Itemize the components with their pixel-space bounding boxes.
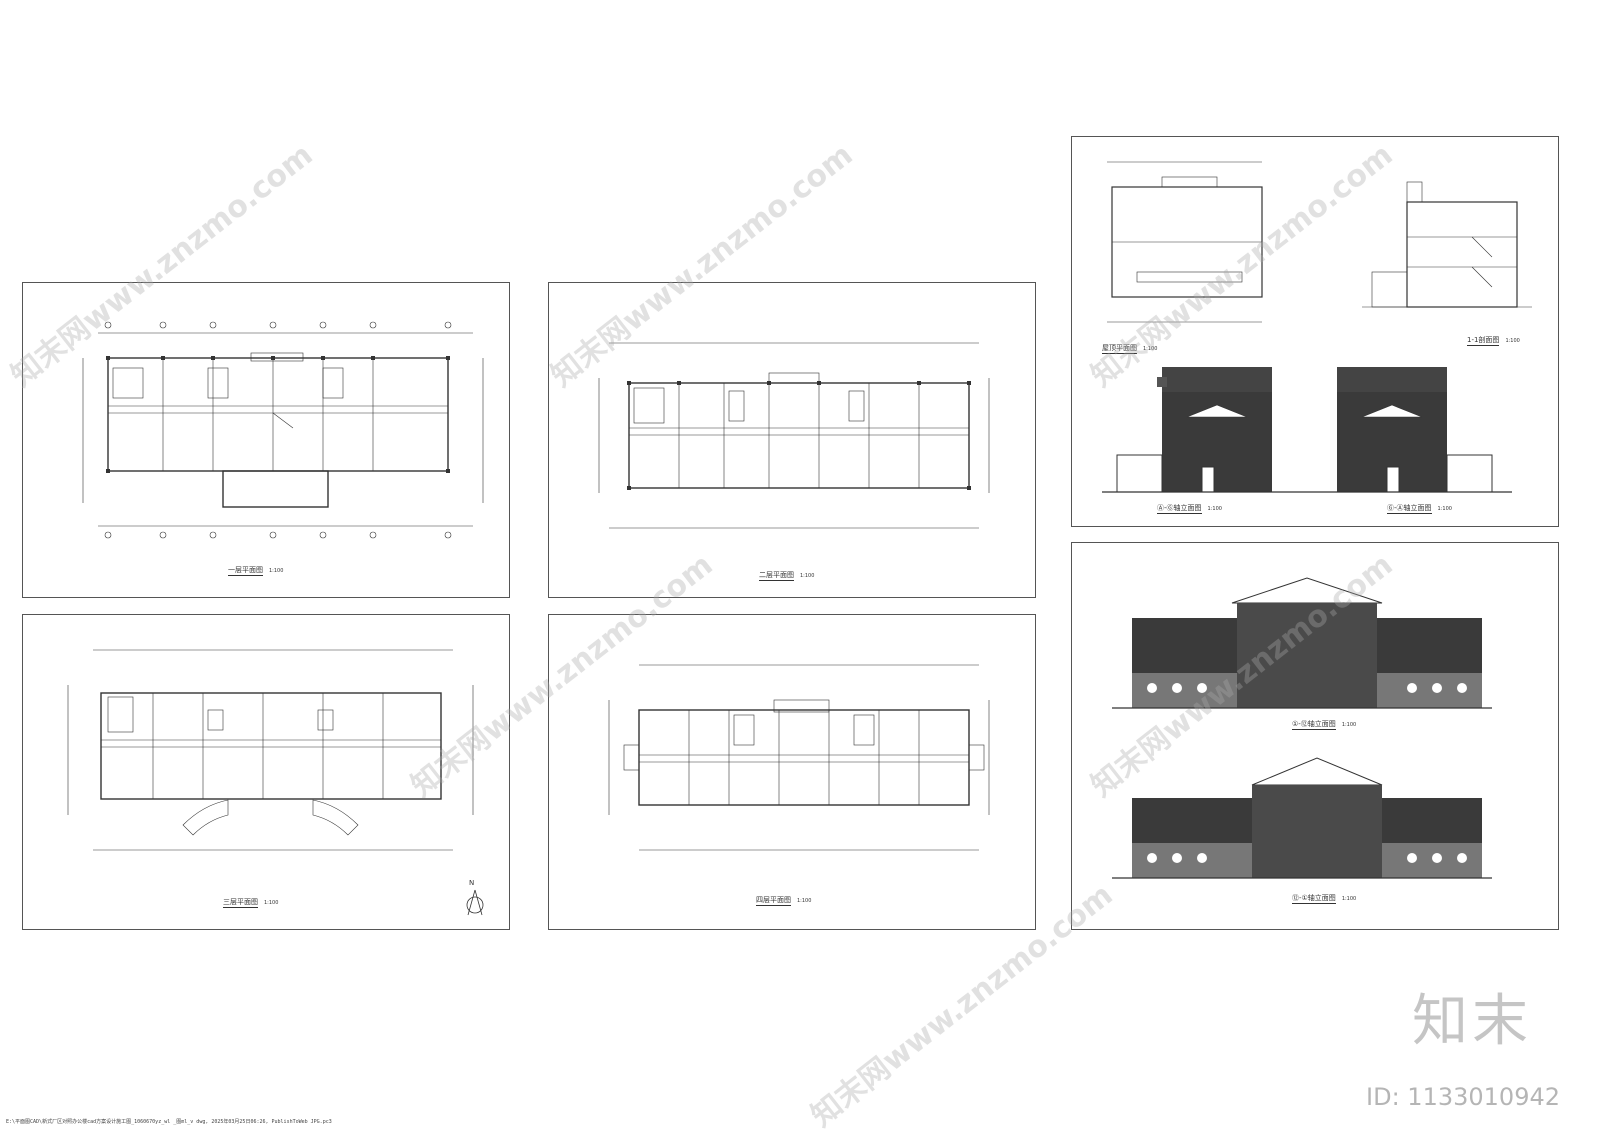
drawing-title: 1-1剖面图 [1467, 336, 1500, 346]
drawing-scale: 1:100 [1341, 896, 1357, 902]
drawing-scale: 1:100 [1207, 506, 1222, 512]
drawing-title: Ⓖ-Ⓐ轴立面图 [1387, 504, 1432, 514]
fourth-floor-plan-drawing [608, 664, 990, 851]
file-path-label: E:\平面图CAD\新式厂区对照办公楼cad方案设计施工图_1060670yz_… [6, 1119, 332, 1125]
drawing-scale: 1:100 [1437, 506, 1452, 512]
drawing-scale: 1:100 [800, 573, 815, 579]
image-id-label: ID: 1133010942 [1366, 1083, 1560, 1111]
first-floor-plan-drawing [82, 321, 484, 539]
drawing-caption: 一层平面图 1:100 [228, 565, 284, 576]
drawing-caption: ⑫-①轴立面图 1:100 [1292, 893, 1357, 904]
north-arrow-icon: N [469, 879, 475, 887]
sheet-roof-section-side-elevations: 屋顶平面图 1:100 1-1剖面图 1:100 Ⓐ-Ⓖ轴立面图 1:100 Ⓖ-Ⓐ轴… [1071, 136, 1559, 527]
sheet-second-floor-plan: 二层平面图 1:100 [548, 282, 1036, 598]
drawing-title: 四层平面图 [756, 896, 791, 906]
drawing-caption: 四层平面图 1:100 [756, 895, 812, 906]
sheet-third-floor-plan: 三层平面图 1:100 N [22, 614, 510, 930]
brand-logo: 知末 [1412, 989, 1532, 1054]
drawing-caption: ①-⑫轴立面图 1:100 [1292, 719, 1357, 730]
drawing-caption: 二层平面图 1:100 [759, 570, 815, 581]
sheet-fourth-floor-plan: 四层平面图 1:100 [548, 614, 1036, 930]
drawing-title: Ⓐ-Ⓖ轴立面图 [1157, 504, 1202, 514]
drawing-title: 屋顶平面图 [1102, 344, 1137, 354]
drawing-caption: Ⓖ-Ⓐ轴立面图 1:100 [1387, 503, 1452, 514]
drawing-scale: 1:100 [269, 568, 284, 574]
drawing-scale: 1:100 [1505, 338, 1520, 344]
sheet-front-rear-elevations: ①-⑫轴立面图 1:100 ⑫-①轴立面图 1:100 [1071, 542, 1559, 930]
drawing-caption: 三层平面图 1:100 [223, 897, 279, 908]
sheet-first-floor-plan: 一层平面图 1:100 [22, 282, 510, 598]
front-rear-elevations-drawing [1112, 577, 1492, 879]
drawing-caption: 屋顶平面图 1:100 [1102, 343, 1158, 354]
third-floor-plan-drawing [67, 649, 484, 916]
drawing-title: 一层平面图 [228, 566, 263, 576]
drawing-title: ⑫-①轴立面图 [1292, 894, 1336, 904]
drawing-title: 三层平面图 [223, 898, 258, 908]
drawing-caption: Ⓐ-Ⓖ轴立面图 1:100 [1157, 503, 1222, 514]
drawing-scale: 1:100 [264, 900, 279, 906]
drawing-caption: 1-1剖面图 1:100 [1467, 335, 1520, 346]
drawing-scale: 1:100 [1143, 346, 1158, 352]
drawing-scale: 1:100 [1341, 722, 1357, 728]
roof-section-elevations-drawing [1102, 161, 1532, 493]
drawing-scale: 1:100 [797, 898, 812, 904]
drawing-title: 二层平面图 [759, 571, 794, 581]
second-floor-plan-drawing [598, 342, 990, 529]
drawing-title: ①-⑫轴立面图 [1292, 720, 1336, 730]
